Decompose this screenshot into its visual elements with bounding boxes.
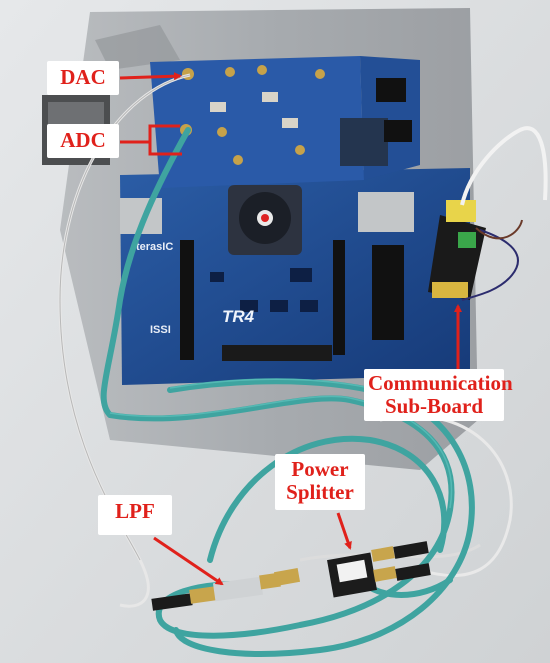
communication-label-line1: Communication [368, 371, 513, 395]
hsmc-connector-middle [333, 240, 345, 355]
power-splitter-arrow [336, 512, 352, 550]
yellow-tape [446, 200, 476, 222]
terminal-block [458, 232, 476, 248]
teal-coax-cables [100, 127, 475, 657]
adc-label: ADC [47, 124, 119, 158]
lpf-filter [151, 572, 281, 611]
header-connector-right [372, 245, 404, 340]
annotation-arrows [119, 72, 462, 586]
power-splitter-label: Power Splitter [275, 454, 365, 510]
dac-label: DAC [47, 61, 119, 95]
adc-dac-daughter-board [150, 56, 364, 188]
hsmc-connector-left [180, 240, 194, 360]
bottom-connector [222, 345, 332, 361]
adc-bracket-arrow [120, 124, 180, 144]
power-splitter-label-line2: Splitter [286, 480, 354, 504]
terasic-logo-marking: terasIC [136, 241, 173, 253]
communication-label-line2: Sub-Board [384, 394, 484, 418]
adc-label-text: ADC [60, 128, 106, 152]
lpf-label-text: LPF [115, 499, 155, 523]
dac-arrow [119, 72, 182, 81]
lpf-label: LPF [98, 495, 172, 535]
power-splitter [273, 541, 431, 598]
power-splitter-label-line1: Power [291, 457, 349, 481]
issi-marking: ISSI [150, 324, 171, 336]
lpf-arrow [153, 536, 224, 586]
chip [340, 118, 388, 166]
white-usb-cable [460, 126, 548, 206]
tr4-marking: TR4 [222, 307, 255, 326]
card-slot [358, 192, 414, 232]
dac-label-text: DAC [60, 65, 106, 89]
communication-sub-board-label: Communication Sub-Board [364, 369, 513, 421]
